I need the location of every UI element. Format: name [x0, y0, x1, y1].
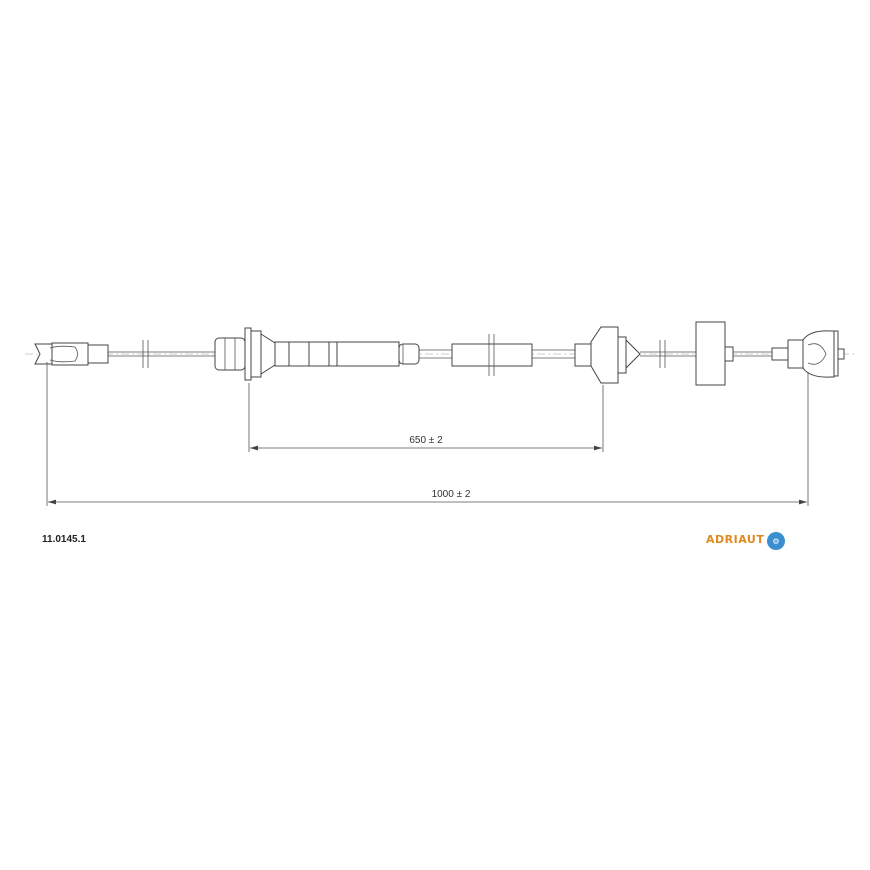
extension-lines: [46, 362, 809, 506]
inner-cable-right: [640, 340, 696, 368]
right-end-fitting: [771, 330, 845, 378]
part-number: 11.0145.1: [42, 534, 86, 545]
grommet-mount: [574, 326, 641, 384]
left-end-fitting: [34, 342, 109, 366]
logo-icon: [767, 532, 785, 550]
damper-block: [695, 321, 772, 386]
svg-text:⚙: ⚙: [772, 537, 779, 546]
brand-logo: ADRIAUT: [706, 533, 765, 546]
dimension-label-650: 650 ± 2: [409, 435, 443, 446]
inner-cable-left: [108, 340, 215, 368]
dimension-label-1000: 1000 ± 2: [432, 489, 471, 500]
adjuster-housing: [214, 327, 420, 381]
outer-conduit: [419, 334, 575, 376]
